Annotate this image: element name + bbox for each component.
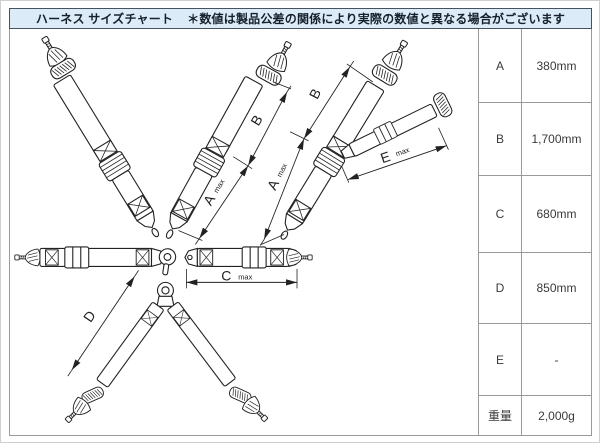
dim-label-b-middle: B (247, 112, 265, 128)
chart-header-bar: ハーネス サイズチャート ＊数値は製品公差の関係により実際の数値と異なる場合がご… (9, 8, 592, 29)
table-row-weight: 重量 2,000g (479, 396, 591, 435)
shoulder-strap-right (273, 35, 415, 245)
table-row-b: B 1,700mm (479, 103, 591, 176)
row-e-label: E (479, 324, 522, 395)
harness-diagram: B A max B A max E max C max (14, 31, 455, 428)
quick-release-buckle (158, 248, 177, 276)
shoulder-strap-left (35, 31, 167, 242)
table-row-e: E - (479, 324, 591, 396)
row-c-value: 680mm (536, 207, 577, 221)
lap-slide-right (241, 246, 267, 269)
size-table: A 380mm B 1,700mm C 680mm D 850mm E - 重量… (478, 29, 591, 435)
crotch-strap-right (167, 301, 236, 387)
row-weight-value: 2,000g (538, 408, 575, 423)
row-d-label: D (479, 253, 522, 323)
dim-label-c-max: max (238, 272, 252, 281)
crotch-strap-assembly (60, 281, 273, 428)
dim-label-b-right: B (306, 86, 324, 102)
dim-label-a-middle: A (200, 191, 219, 208)
row-c-label: C (479, 176, 522, 252)
crotch-ring (156, 281, 175, 307)
table-row-d: D 850mm (479, 253, 591, 324)
lap-anchor-left (14, 248, 41, 267)
dim-label-e-max: max (394, 145, 411, 158)
lap-belt-right (184, 246, 313, 269)
shoulder-anchor-right (380, 35, 415, 74)
dim-label-c: C (221, 267, 231, 283)
lap-anchor-right (286, 248, 313, 267)
dim-label-e: E (378, 148, 392, 166)
crotch-strap-left (96, 302, 164, 388)
row-e-value: - (554, 352, 559, 367)
dim-label-d: D (80, 308, 99, 325)
row-b-label: B (479, 103, 522, 175)
dim-label-a-middle-max: max (212, 178, 227, 195)
lap-belt-left (14, 246, 177, 276)
row-b-value: 1,700mm (531, 132, 582, 146)
shoulder-strap-middle (158, 37, 299, 244)
row-weight-label: 重量 (479, 396, 522, 435)
dim-label-a-right: A (264, 176, 283, 192)
chart-tolerance-note: ＊数値は製品公差の関係により実際の数値と異なる場合がございます (187, 12, 566, 26)
table-row-c: C 680mm (479, 176, 591, 253)
dimension-lines (67, 60, 449, 377)
row-a-value: 380mm (536, 58, 577, 73)
row-a-label: A (479, 29, 522, 102)
lap-slide-left (64, 246, 90, 269)
chart-title: ハーネス サイズチャート (35, 12, 174, 26)
dim-label-a-right-max: max (275, 162, 290, 179)
table-row-a: A 380mm (479, 29, 591, 103)
row-d-value: 850mm (536, 281, 577, 295)
chart-content: B A max B A max E max C max (9, 29, 592, 436)
